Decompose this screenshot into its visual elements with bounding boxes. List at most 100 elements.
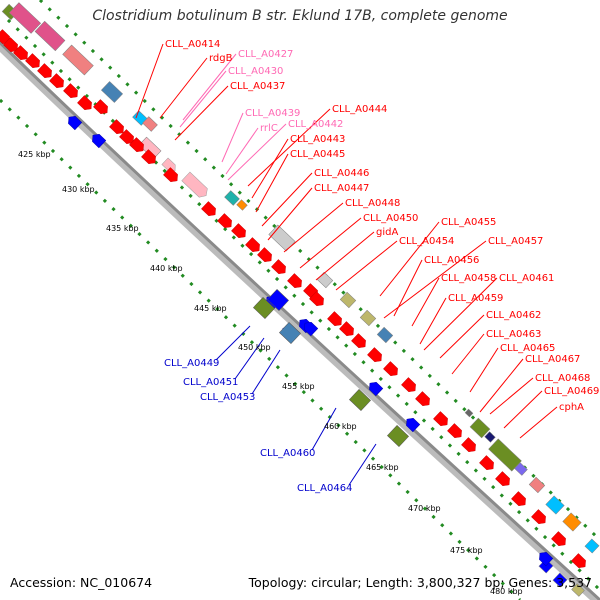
feature-block[interactable] [316, 271, 334, 289]
cds-arrow[interactable] [571, 553, 588, 571]
gene-label[interactable]: rdgB [209, 53, 233, 64]
gene-label[interactable]: CLL_A0445 [290, 149, 345, 160]
feature-block[interactable] [359, 309, 377, 327]
gene-label[interactable]: CLL_A0427 [238, 49, 293, 60]
gene-label[interactable]: CLL_A0455 [441, 217, 496, 228]
cds-arrow[interactable] [367, 347, 384, 365]
cds-arrow[interactable] [245, 237, 262, 255]
gene-label[interactable]: CLL_A0439 [245, 108, 300, 119]
feature-block[interactable] [268, 224, 296, 252]
feature-block[interactable] [545, 495, 565, 515]
gene-label[interactable]: CLL_A0430 [228, 66, 283, 77]
cds-arrow[interactable] [271, 259, 288, 277]
cds-arrow[interactable] [129, 137, 146, 155]
cds-arrow[interactable] [3, 37, 20, 55]
cds-arrow[interactable] [327, 311, 344, 329]
feature-block[interactable] [8, 2, 42, 34]
feature-block[interactable] [34, 20, 66, 52]
minus-gene-label[interactable]: CLL_A0464 [297, 483, 352, 494]
gene-label[interactable]: CLL_A0448 [345, 198, 400, 209]
minus-gene-label[interactable]: CLL_A0451 [183, 377, 238, 388]
feature-block[interactable] [469, 417, 491, 439]
feature-block[interactable] [236, 199, 248, 211]
cds-arrow[interactable] [551, 531, 568, 549]
cds-arrow[interactable] [217, 213, 234, 231]
gene-label[interactable]: CLL_A0468 [535, 373, 590, 384]
minus-strand-arrow[interactable] [366, 380, 384, 397]
feature-block[interactable] [339, 291, 357, 309]
gene-label[interactable]: CLL_A0469 [544, 386, 599, 397]
minus-gene-label[interactable]: CLL_A0460 [260, 448, 315, 459]
minus-strand-block[interactable] [349, 389, 371, 411]
gene-label[interactable]: CLL_A0467 [525, 354, 580, 365]
minus-strand-block[interactable] [267, 289, 289, 311]
gene-label[interactable]: CLL_A0414 [165, 39, 220, 50]
feature-block[interactable] [528, 476, 546, 494]
cds-arrow[interactable] [13, 45, 30, 63]
minus-strand-block[interactable] [279, 322, 301, 344]
minus-gene-label[interactable]: CLL_A0453 [200, 392, 255, 403]
gene-label[interactable]: rrlC [260, 123, 278, 134]
cds-arrow[interactable] [141, 149, 158, 167]
feature-block[interactable] [376, 326, 394, 344]
gene-label[interactable]: CLL_A0465 [500, 343, 555, 354]
cds-arrow[interactable] [309, 291, 326, 309]
feature-block[interactable] [562, 512, 582, 532]
minus-strand-arrow[interactable] [536, 550, 554, 567]
feature-block[interactable] [571, 583, 585, 597]
cds-arrow[interactable] [531, 509, 548, 527]
cds-arrow[interactable] [201, 201, 218, 219]
minus-strand-block[interactable] [387, 425, 409, 447]
cds-arrow[interactable] [479, 455, 496, 473]
cds-arrow[interactable] [93, 99, 110, 117]
gene-label[interactable]: CLL_A0461 [499, 273, 554, 284]
gene-label[interactable]: CLL_A0462 [486, 310, 541, 321]
gene-label[interactable]: CLL_A0446 [314, 168, 369, 179]
gene-label[interactable]: CLL_A0437 [230, 81, 285, 92]
gene-label[interactable]: CLL_A0454 [399, 236, 454, 247]
minus-strand-arrow[interactable] [301, 320, 319, 337]
feature-block[interactable] [62, 44, 94, 76]
cds-arrow[interactable] [351, 333, 368, 351]
feature-block[interactable] [100, 81, 124, 103]
cds-arrow[interactable] [401, 377, 418, 395]
cds-arrow[interactable] [461, 437, 478, 455]
feature-block[interactable] [584, 538, 600, 554]
cds-arrow[interactable] [257, 247, 274, 265]
gene-label[interactable]: CLL_A0447 [314, 183, 369, 194]
cds-arrow[interactable] [25, 53, 42, 71]
cds-arrow[interactable] [63, 83, 80, 101]
cds-arrow[interactable] [339, 321, 356, 339]
cds-arrow[interactable] [231, 223, 248, 241]
cds-arrow[interactable] [383, 361, 400, 379]
gene-label[interactable]: CLL_A0444 [332, 104, 387, 115]
cds-arrow[interactable] [433, 411, 450, 429]
cds-arrow[interactable] [447, 423, 464, 441]
gene-label[interactable]: CLL_A0442 [288, 119, 343, 130]
cds-arrow[interactable] [287, 273, 304, 291]
minus-strand-arrow[interactable] [89, 132, 107, 149]
cds-arrow[interactable] [77, 95, 94, 113]
feature-block[interactable] [181, 171, 211, 200]
feature-block[interactable] [552, 572, 568, 588]
cds-arrow[interactable] [163, 167, 180, 185]
gene-label[interactable]: CLL_A0458 [441, 273, 496, 284]
feature-block[interactable] [464, 408, 474, 418]
feature-block[interactable] [514, 462, 528, 476]
minus-gene-label[interactable]: CLL_A0449 [164, 358, 219, 369]
cds-arrow[interactable] [415, 391, 432, 409]
cds-arrow[interactable] [37, 63, 54, 81]
cds-arrow[interactable] [495, 471, 512, 489]
feature-block[interactable] [142, 116, 158, 132]
minus-strand-arrow[interactable] [403, 416, 421, 433]
gene-label[interactable]: gidA [376, 227, 398, 238]
cds-arrow[interactable] [119, 129, 136, 147]
gene-label[interactable]: CLL_A0450 [363, 213, 418, 224]
minus-strand-block[interactable] [253, 297, 275, 319]
gene-label[interactable]: CLL_A0463 [486, 329, 541, 340]
gene-label[interactable]: cphA [559, 402, 584, 413]
feature-block[interactable] [224, 190, 240, 206]
cds-arrow[interactable] [511, 491, 528, 509]
gene-label[interactable]: CLL_A0457 [488, 236, 543, 247]
gene-label[interactable]: CLL_A0456 [424, 255, 479, 266]
